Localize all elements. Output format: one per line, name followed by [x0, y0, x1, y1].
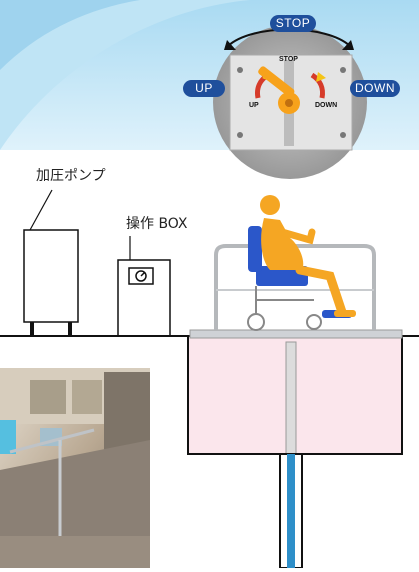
sky-curve — [0, 0, 140, 70]
controller-panel — [213, 25, 367, 179]
white-sweep — [0, 0, 250, 150]
operation-box — [117, 236, 171, 337]
plate-stop-text: STOP — [279, 56, 298, 63]
seated-person-icon — [260, 195, 356, 317]
installation-photo — [0, 368, 150, 568]
box-label: 操作 BOX — [126, 216, 188, 232]
plate-down-text: DOWN — [315, 102, 338, 109]
down-badge: DOWN — [350, 80, 400, 97]
pump-cabinet — [23, 229, 79, 323]
platform-deck — [189, 329, 403, 339]
up-badge: UP — [183, 80, 225, 97]
lever-handle — [258, 66, 295, 97]
hydraulic-cylinder — [287, 454, 295, 568]
stop-badge: STOP — [270, 15, 316, 32]
down-red-arc — [310, 72, 325, 99]
plate-up-text: UP — [249, 102, 259, 109]
pressure-pump — [23, 189, 79, 336]
lift-pit — [187, 337, 403, 569]
pump-label: 加圧ポンプ — [36, 168, 106, 184]
